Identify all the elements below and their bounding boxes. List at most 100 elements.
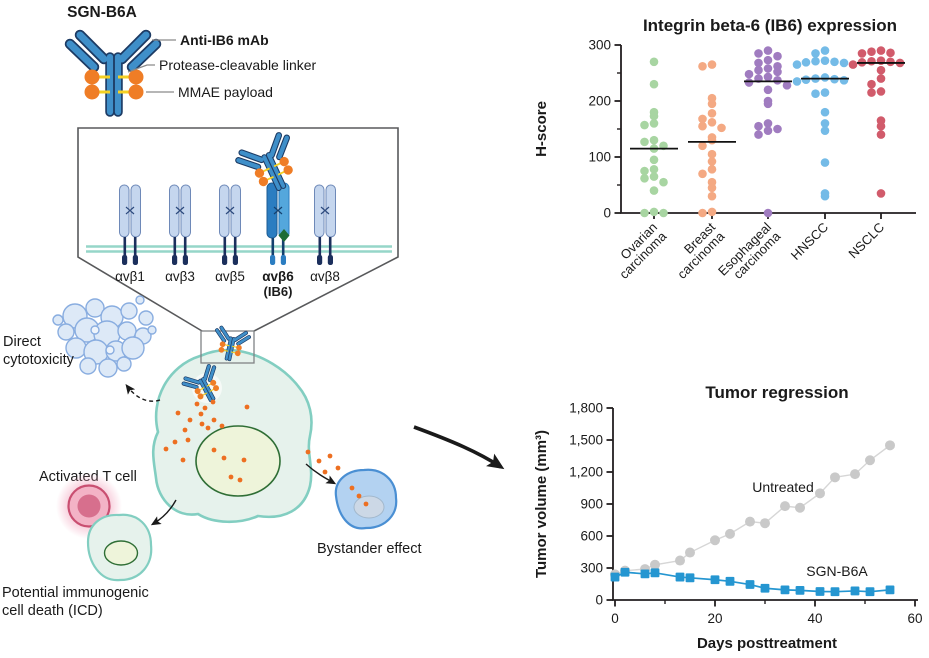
data-point [867, 79, 876, 89]
data-point [830, 57, 839, 67]
data-point [754, 58, 763, 68]
category-label: NSCLC [845, 220, 887, 262]
data-point [763, 72, 773, 82]
data-point [698, 208, 707, 218]
data-point [707, 207, 717, 217]
data-point [876, 87, 886, 96]
data-point [698, 114, 707, 124]
data-point [815, 587, 825, 596]
data-point [745, 580, 755, 589]
data-point [839, 75, 849, 85]
data-point [610, 572, 620, 582]
data-point [773, 67, 782, 77]
data-point [811, 49, 820, 58]
data-point [820, 88, 830, 97]
data-point [885, 440, 895, 451]
data-point [649, 186, 659, 195]
data-point [815, 488, 825, 499]
data-point [707, 99, 717, 109]
icd-cell [86, 513, 153, 582]
data-point [650, 559, 660, 570]
data-point [773, 124, 782, 134]
receptor-label-avb5: αvβ5 [215, 269, 245, 284]
direct-cytotoxicity-arrow [125, 384, 161, 402]
data-point [801, 75, 811, 85]
data-point [876, 46, 886, 55]
data-point [820, 56, 830, 65]
data-point [867, 56, 876, 66]
data-point [707, 149, 717, 159]
data-point [725, 528, 735, 539]
label-connectors [127, 39, 176, 93]
tumor-chart-title: Tumor regression [705, 383, 848, 402]
data-point [640, 569, 650, 579]
data-point [760, 583, 770, 593]
category-label: HNSCC [788, 220, 831, 263]
data-point [780, 585, 790, 595]
data-point [763, 208, 773, 218]
data-point [675, 572, 685, 582]
data-point [792, 77, 802, 86]
data-point [763, 126, 773, 135]
mab-label: Anti-IB6 mAb [180, 32, 269, 48]
tumor-y-axis-label: Tumor volume (mm³) [533, 430, 550, 578]
data-point [698, 61, 707, 71]
data-point [780, 501, 790, 512]
data-point [801, 58, 811, 67]
data-point [640, 173, 649, 183]
data-point [754, 65, 763, 75]
data-point [763, 119, 773, 128]
data-point [865, 587, 875, 597]
icd-label-2: cell death (ICD) [2, 603, 103, 619]
mmae-payload-dots [163, 399, 250, 483]
y-tick-label: 300 [580, 561, 603, 576]
data-point [820, 46, 830, 55]
dying-cell [52, 295, 157, 378]
data-point [649, 172, 659, 181]
data-point [857, 49, 867, 58]
data-point [698, 141, 707, 151]
data-point [763, 46, 773, 55]
x-tick-label: 60 [907, 611, 922, 626]
data-point [760, 518, 770, 529]
data-point [830, 587, 840, 597]
mechanism-diagram: SGN-B6A Anti-IB6 mAb Protease-cleavable … [2, 4, 505, 619]
data-point [675, 555, 685, 566]
data-point [725, 576, 735, 586]
data-point [886, 48, 895, 58]
data-point [820, 119, 830, 128]
data-point [795, 586, 805, 595]
data-point [707, 191, 717, 201]
data-point [886, 57, 895, 67]
data-point [848, 60, 858, 69]
icd-label-1: Potential immunogenic [2, 585, 149, 601]
data-point [876, 74, 886, 83]
t-cell-nucleus [77, 494, 101, 518]
data-point [763, 85, 773, 95]
data-point [707, 135, 717, 145]
data-point [820, 126, 830, 135]
y-tick-label: 200 [588, 94, 611, 109]
data-point [744, 78, 754, 87]
bystander-cell [334, 468, 398, 530]
data-point [782, 81, 792, 90]
ib6-chart-title: Integrin beta-6 (IB6) expression [643, 16, 897, 35]
surface-zoom-box [200, 330, 255, 364]
tumor-x-axis-label: Days posttreatment [697, 635, 837, 652]
data-point [640, 166, 649, 176]
data-point [876, 130, 886, 139]
ib6-y-axis-label: H-score [533, 101, 550, 157]
data-point [710, 575, 720, 585]
data-point [659, 208, 668, 218]
data-point [792, 60, 802, 69]
data-point [649, 57, 659, 67]
data-point [649, 135, 659, 145]
data-point [820, 107, 830, 117]
receptor-label-avb8: αvβ8 [310, 269, 340, 284]
adc-icon [70, 35, 156, 112]
data-point [811, 89, 820, 99]
data-point [850, 469, 860, 480]
